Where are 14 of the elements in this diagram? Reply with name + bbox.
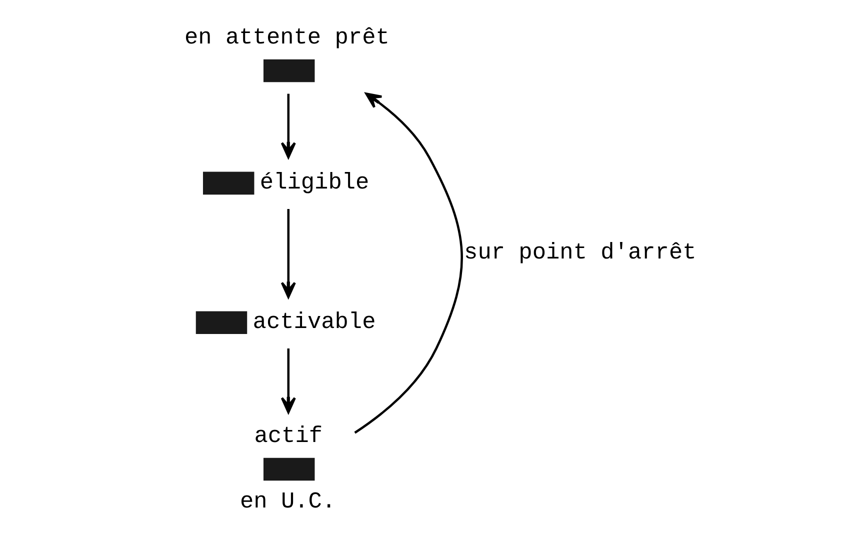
arrow xyxy=(280,348,296,414)
node-box xyxy=(195,311,247,334)
node-label: en attente prêt xyxy=(184,24,389,50)
node-box-text xyxy=(262,458,314,481)
node-label: éligible xyxy=(259,170,369,196)
node-label: activable xyxy=(252,309,376,336)
node-label: en U.C. xyxy=(239,488,336,514)
node-box xyxy=(202,172,254,195)
arrow xyxy=(354,92,462,434)
edge-label: sur point d'arrêt xyxy=(464,239,696,266)
node-box xyxy=(262,59,314,82)
arrow xyxy=(280,209,296,298)
arrow xyxy=(280,94,296,158)
node-label: actif xyxy=(254,422,322,449)
